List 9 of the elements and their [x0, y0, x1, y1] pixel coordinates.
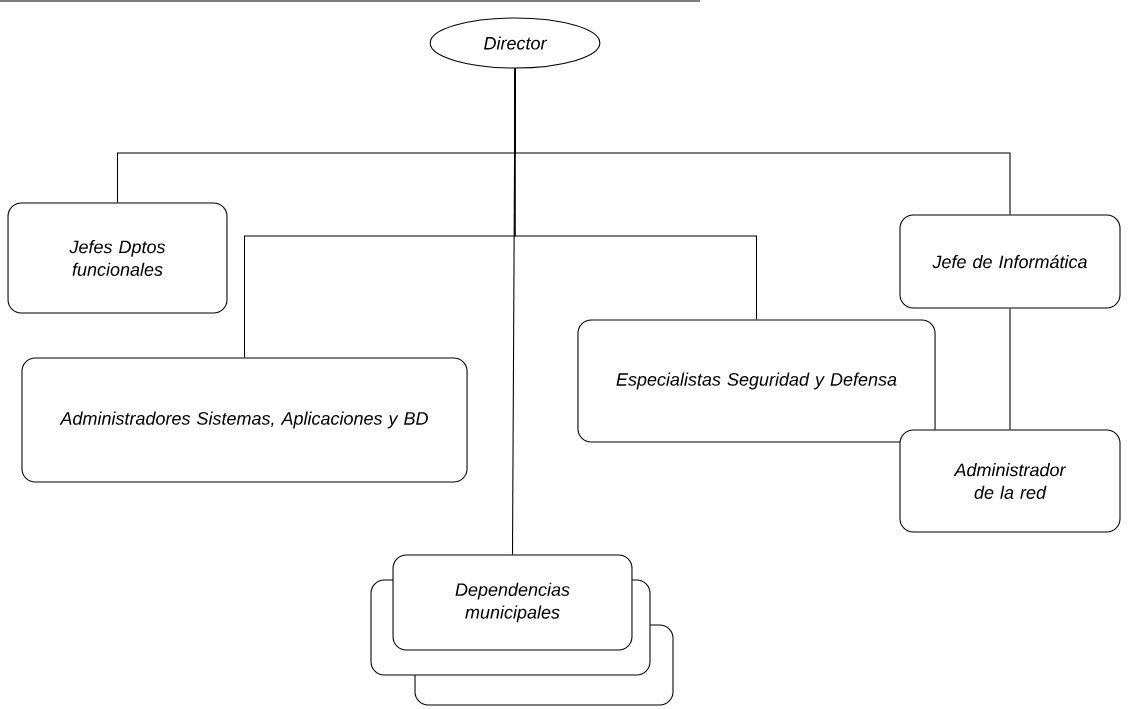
connector-line	[511, 68, 516, 556]
rounded-box: Administradores Sistemas, Aplicaciones y BD	[21, 357, 468, 483]
rounded-box: Especialistas Seguridad y Defensa	[577, 319, 936, 443]
connector-line	[1009, 308, 1011, 430]
rounded-box: Jefes Dptos funcionales	[7, 202, 228, 314]
stacked-box: Dependencias municipales	[370, 554, 674, 706]
ellipse-node: Director	[429, 17, 601, 69]
rounded-box: Administrador de la red	[899, 429, 1121, 533]
rounded-box: Jefe de Informática	[899, 214, 1121, 309]
